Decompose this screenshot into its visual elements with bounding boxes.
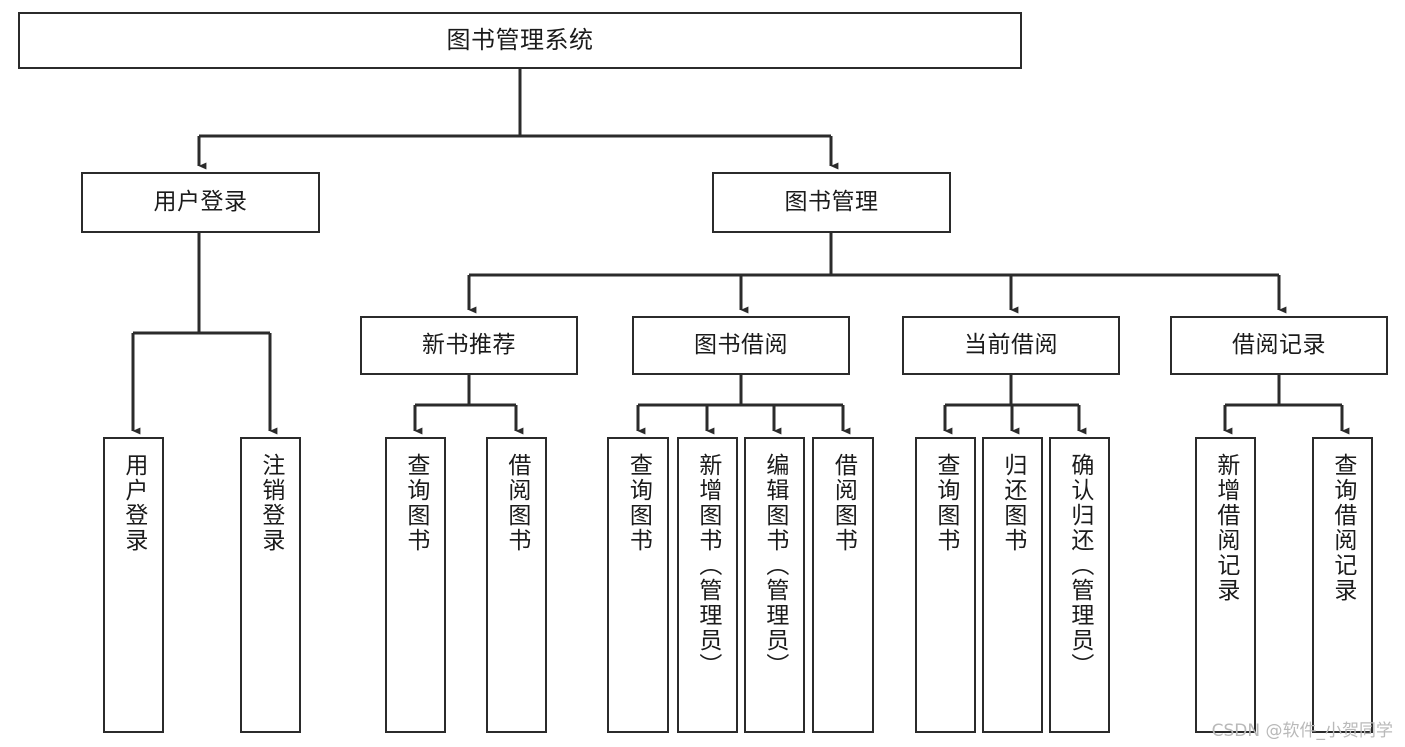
- node-label: 借阅图书: [830, 453, 857, 553]
- node-leaf-add-record[interactable]: 新增借阅记录: [1195, 437, 1256, 733]
- node-leaf-query-book-3[interactable]: 查询图书: [915, 437, 976, 733]
- node-root-system[interactable]: 图书管理系统: [18, 12, 1022, 69]
- node-label: 查询借阅记录: [1329, 453, 1356, 603]
- node-label: 新增图书（管理员）: [694, 453, 721, 678]
- node-leaf-borrow-book-2[interactable]: 借阅图书: [812, 437, 874, 733]
- node-leaf-return-book[interactable]: 归还图书: [982, 437, 1043, 733]
- node-leaf-add-book[interactable]: 新增图书（管理员）: [677, 437, 738, 733]
- node-label: 编辑图书（管理员）: [761, 453, 788, 678]
- node-book-manage[interactable]: 图书管理: [712, 172, 951, 233]
- node-label: 借阅图书: [503, 453, 530, 553]
- node-label: 图书管理: [784, 189, 879, 216]
- node-label: 新增借阅记录: [1212, 453, 1239, 603]
- node-label: 查询图书: [402, 453, 429, 553]
- node-leaf-borrow-book-1[interactable]: 借阅图书: [486, 437, 547, 733]
- node-label: 新书推荐: [422, 332, 516, 359]
- watermark: CSDN @软件_小贺同学: [1211, 721, 1393, 741]
- node-leaf-user-login[interactable]: 用户登录: [103, 437, 164, 733]
- node-leaf-query-book-1[interactable]: 查询图书: [385, 437, 446, 733]
- node-book-borrow[interactable]: 图书借阅: [632, 316, 850, 375]
- node-current-borrow[interactable]: 当前借阅: [902, 316, 1120, 375]
- node-label: 归还图书: [999, 453, 1026, 553]
- node-leaf-query-record[interactable]: 查询借阅记录: [1312, 437, 1373, 733]
- node-new-book-recommend[interactable]: 新书推荐: [360, 316, 578, 375]
- node-leaf-edit-book[interactable]: 编辑图书（管理员）: [744, 437, 805, 733]
- node-leaf-confirm-return[interactable]: 确认归还（管理员）: [1049, 437, 1110, 733]
- node-leaf-logout[interactable]: 注销登录: [240, 437, 301, 733]
- node-label: 确认归还（管理员）: [1066, 453, 1093, 678]
- node-label: 图书管理系统: [446, 25, 594, 54]
- node-leaf-query-book-2[interactable]: 查询图书: [607, 437, 669, 733]
- node-user-login[interactable]: 用户登录: [81, 172, 320, 233]
- node-borrow-record[interactable]: 借阅记录: [1170, 316, 1388, 375]
- node-label: 查询图书: [932, 453, 959, 553]
- node-label: 当前借阅: [964, 332, 1058, 359]
- node-label: 图书借阅: [694, 332, 788, 359]
- node-label: 用户登录: [153, 189, 248, 216]
- node-label: 借阅记录: [1232, 332, 1326, 359]
- node-label: 用户登录: [120, 453, 147, 553]
- node-label: 注销登录: [257, 453, 284, 553]
- node-label: 查询图书: [625, 453, 652, 553]
